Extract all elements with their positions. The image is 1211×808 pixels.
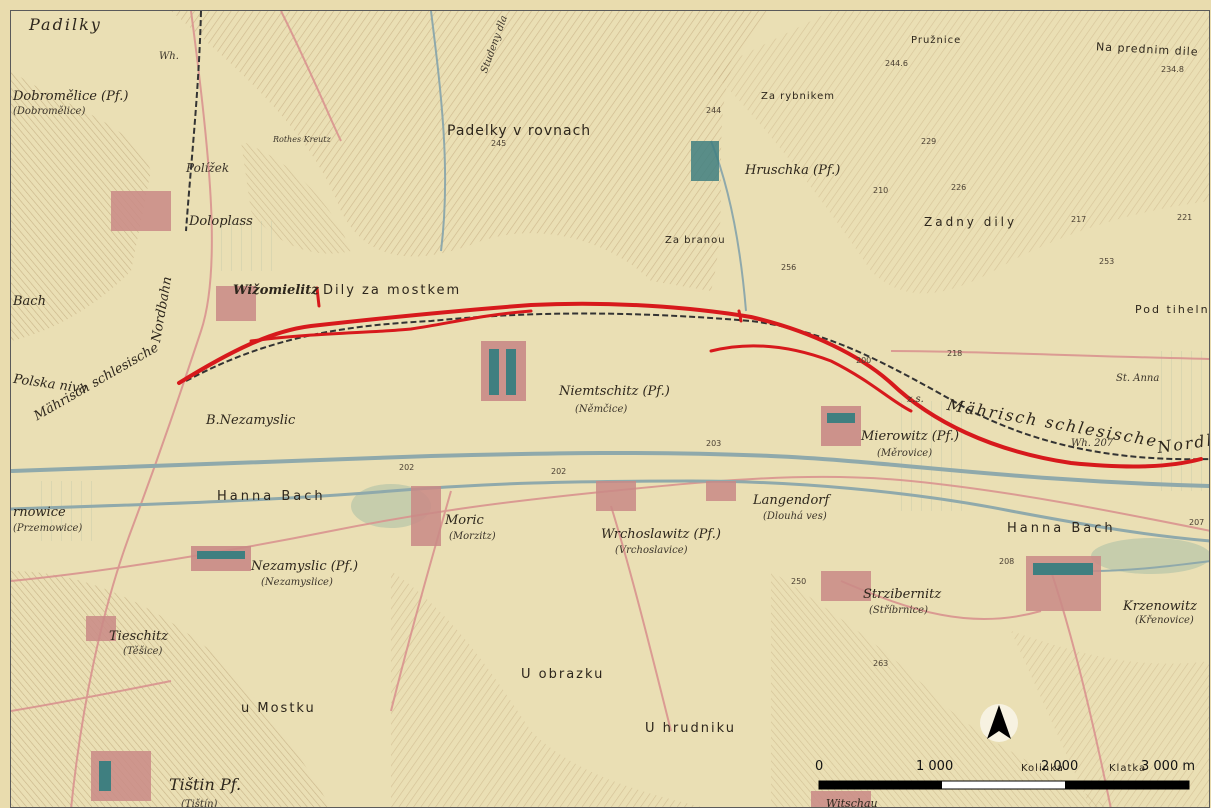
spot-height: 203 — [706, 439, 722, 448]
label-pruznice: Pružnice — [911, 35, 962, 46]
historic-railway — [185, 11, 1209, 461]
label-tesice: (Těšice) — [123, 646, 163, 657]
map-canvas[interactable] — [11, 11, 1210, 808]
map-frame[interactable]: Padilky Dobromělice (Pf.) (Dobromělice) … — [10, 10, 1210, 808]
spot-height: 207 — [1189, 518, 1205, 527]
label-krzenowitz: Krzenowitz — [1123, 599, 1198, 614]
spot-height: 245 — [491, 139, 507, 148]
label-nemcice: (Němčice) — [575, 404, 628, 415]
label-b-nezamyslic: B.Nezamyslic — [206, 413, 296, 428]
terrain-hachures — [11, 11, 1209, 807]
label-witschau: Witschau — [826, 797, 878, 808]
label-bach: Bach — [13, 294, 46, 309]
label-zadny-dily: Zadny dily — [924, 215, 1018, 229]
label-moric: Moric — [445, 513, 484, 528]
label-u-mostku: u Mostku — [241, 701, 316, 716]
label-doloplass: Doloplass — [189, 214, 253, 229]
spot-height: 218 — [947, 349, 963, 358]
label-zs: z.s. — [907, 394, 924, 405]
label-przemowice: rnowice — [13, 505, 66, 520]
label-wizomielitz: Wižomielitz — [233, 283, 319, 298]
spot-height: 244 — [706, 106, 722, 115]
spot-height: 244.6 — [885, 59, 908, 68]
spot-height: 234.8 — [1161, 65, 1184, 74]
label-dily-za-mostkem: Dily za mostkem — [323, 283, 462, 298]
label-u-hrudniku: U hrudniku — [645, 721, 736, 736]
label-stribrnice: (Stříbrnice) — [869, 605, 928, 616]
label-wh1: Wh. — [159, 51, 179, 62]
label-hanna-bach-right: Hanna Bach — [1007, 521, 1116, 536]
spot-height: 217 — [1071, 215, 1087, 224]
waterways — [11, 11, 1209, 572]
label-hanna-bach-left: Hanna Bach — [217, 489, 326, 504]
scale-label-1000: 1 000 — [916, 759, 954, 774]
label-za-branou: Za branou — [665, 235, 726, 246]
scale-bar — [818, 780, 1190, 790]
scale-label-0: 0 — [815, 759, 824, 774]
spot-height: 253 — [1099, 257, 1115, 266]
label-kolinka: Kolinka — [1021, 763, 1064, 774]
spot-height: 256 — [781, 263, 797, 272]
label-za-rybnikem: Za rybnikem — [761, 91, 835, 102]
spot-height: 202 — [551, 467, 567, 476]
scale-label-2000: 2 000 — [1041, 759, 1079, 774]
meadows — [41, 221, 1209, 574]
spot-height: 221 — [1177, 213, 1193, 222]
label-merovice: (Měrovice) — [877, 448, 933, 459]
spot-height: 250 — [791, 577, 807, 586]
label-nezamyslic: Nezamyslic (Pf.) — [251, 559, 359, 574]
spot-height: 202 — [399, 463, 415, 472]
label-dlouha-ves: (Dlouhá ves) — [763, 511, 827, 522]
label-tistin-sub: (Tištín) — [181, 799, 218, 808]
spot-height: 200 — [856, 356, 872, 365]
label-dobromelice: Dobromělice (Pf.) — [13, 89, 129, 104]
label-niemtschitz: Niemtschitz (Pf.) — [559, 384, 670, 399]
label-klatka: Klatka — [1109, 763, 1147, 774]
label-morzitz: (Morzitz) — [449, 531, 496, 542]
label-krenovice: (Křenovice) — [1135, 615, 1194, 626]
label-przemowice-sub: (Przemowice) — [13, 523, 83, 534]
label-vrchoslavice: (Vrchoslavice) — [615, 545, 688, 556]
highlighted-railway-route[interactable] — [177, 286, 1203, 469]
spot-height: 208 — [999, 557, 1015, 566]
label-tistin: Tištin Pf. — [169, 775, 242, 794]
spot-height: 226 — [951, 183, 967, 192]
spot-height: 263 — [873, 659, 889, 668]
settlements — [86, 141, 1101, 807]
label-langendorf: Langendorf — [753, 493, 830, 508]
label-st-anna: St. Anna — [1116, 373, 1160, 384]
spot-height: 229 — [921, 137, 937, 146]
label-mierowitz: Mierowitz (Pf.) — [861, 429, 960, 444]
spot-height: 210 — [873, 186, 889, 195]
scale-label-3000: 3 000 m — [1141, 759, 1196, 774]
label-u-obrazku: U obrazku — [521, 667, 605, 682]
label-strzibernitz: Strzibernitz — [863, 587, 942, 602]
north-arrow-icon — [980, 704, 1018, 742]
label-rothes-kreutz: Rothes Kreutz — [273, 135, 331, 144]
label-pod-tihelnou: Pod tihelnou — [1135, 303, 1210, 316]
label-wrchoslawitz: Wrchoslawitz (Pf.) — [601, 527, 721, 542]
label-tieschitz: Tieschitz — [109, 629, 169, 644]
label-hruschka: Hruschka (Pf.) — [745, 163, 841, 178]
label-dobromelice-sub: (Dobromělice) — [13, 106, 86, 117]
label-padelky-v-rovnach: Padelky v rovnach — [447, 123, 592, 139]
label-padilky: Padilky — [29, 15, 102, 34]
label-polizek: Polížek — [186, 161, 230, 175]
label-wh2: Wh. 207 — [1071, 438, 1114, 449]
label-nezamysl-sub: (Nezamyslice) — [261, 577, 333, 588]
